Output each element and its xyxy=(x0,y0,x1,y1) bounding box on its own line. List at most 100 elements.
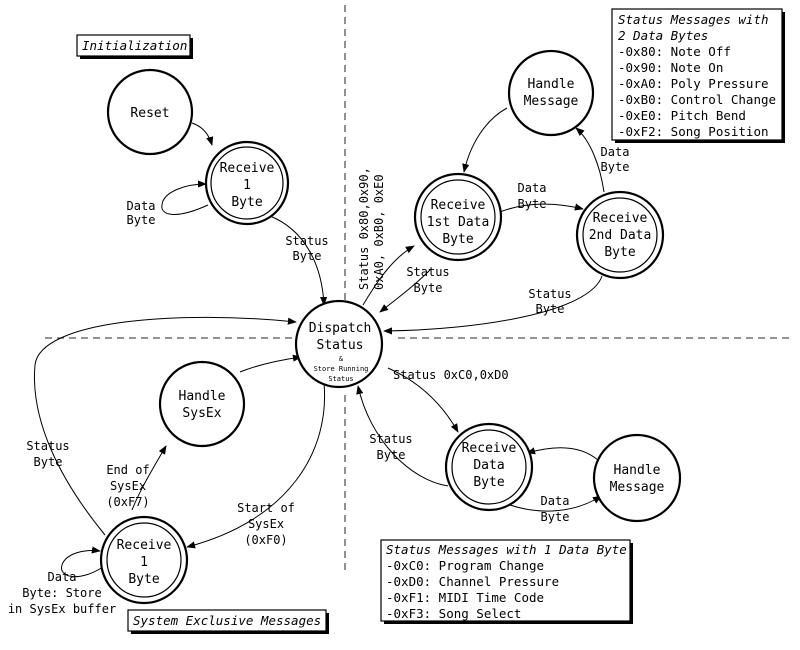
sysex-start-label: SysEx xyxy=(248,517,284,531)
node-handle-message-bottom: Handle Message xyxy=(592,433,682,523)
node-receive-first-label: Receive xyxy=(431,198,486,213)
edge-dispatch-to-first xyxy=(362,245,415,306)
second-data-label: Data xyxy=(601,145,630,159)
node-handle-message-top-label: Message xyxy=(524,94,579,109)
node-receive-data-label: Receive xyxy=(462,441,517,456)
node-receive-data-byte: Receive Data Byte xyxy=(444,422,534,512)
status-2byte-label-line: Status 0x80,0x90, xyxy=(357,167,371,290)
first-status-label: Byte xyxy=(414,281,443,295)
node-receive-first-label: Byte xyxy=(442,232,473,247)
second-status-label: Status xyxy=(528,287,571,301)
init-status-label: Byte xyxy=(293,249,322,263)
first-data-label: Data xyxy=(518,181,547,195)
legend-two-item: -0x80: Note Off xyxy=(618,44,731,59)
edge-init-to-dispatch xyxy=(269,215,328,306)
status-1byte-label: Status 0xC0,0xD0 xyxy=(393,368,509,382)
edge-reset-to-receive xyxy=(191,122,214,146)
sysex-start-label: Start of xyxy=(237,501,295,515)
edge-second-to-handle-top xyxy=(575,127,605,193)
legend-one-item: -0xF3: Song Select xyxy=(386,606,521,621)
node-receive-data-label: Byte xyxy=(473,475,504,490)
data-byte-status-label: Byte xyxy=(377,448,406,462)
edge-data-byte-to-handle-bottom xyxy=(509,495,602,512)
edge-first-status-to-dispatch xyxy=(379,269,431,313)
data-byte-status-label: Status xyxy=(369,432,412,446)
node-dispatch-label: Dispatch xyxy=(309,321,372,336)
edge-first-to-second xyxy=(499,203,584,213)
legend-two-item: -0xB0: Control Change xyxy=(618,92,776,107)
first-status-label: Status xyxy=(406,265,449,279)
sysex-label: System Exclusive Messages xyxy=(133,613,321,628)
sysex-end-label: End of xyxy=(106,463,149,477)
node-receive-data-label: Data xyxy=(473,458,504,473)
init-loop-label: Byte xyxy=(127,213,156,227)
initialization-label: Initialization xyxy=(82,38,187,53)
legend-two-item: -0x90: Note On xyxy=(618,60,723,75)
edge-second-status-to-dispatch xyxy=(383,275,603,335)
node-reset-label: Reset xyxy=(130,106,169,121)
legend-two-item: -0xA0: Poly Pressure xyxy=(618,76,769,91)
node-dispatch-sublabel: & xyxy=(339,355,344,363)
init-loop-label: Data xyxy=(127,199,156,213)
init-status-label: Status xyxy=(285,234,328,248)
legend-two-item: -0xE0: Pitch Bend xyxy=(618,108,746,123)
node-receive-sysex-label: 1 xyxy=(140,555,148,570)
data-byte-label: Byte xyxy=(541,510,570,524)
node-receive-second-label: 2nd Data xyxy=(589,228,652,243)
one-data-byte-legend: Status Messages with 1 Data Byte -0xC0: … xyxy=(380,539,633,624)
legend-two-title-line: 2 Data Bytes xyxy=(618,28,708,43)
edge-handle-top-to-first xyxy=(462,107,508,173)
node-receive-second-label: Byte xyxy=(604,245,635,260)
node-receive-sysex-label: Byte xyxy=(128,572,159,587)
node-receive-sysex-label: Receive xyxy=(117,538,172,553)
sysex-data-label: in SysEx buffer xyxy=(8,602,116,616)
second-status-label: Byte xyxy=(536,302,565,316)
node-dispatch-sublabel: Store Running xyxy=(314,365,369,373)
sysex-data-label: Data xyxy=(48,570,77,584)
edge-dispatch-to-handle-sysex xyxy=(239,354,302,373)
node-dispatch-sublabel: Status xyxy=(328,375,353,383)
node-dispatch: Dispatch Status & Store Running Status xyxy=(294,299,384,389)
node-reset: Reset xyxy=(106,68,194,156)
sysex-status-label: Status xyxy=(26,439,69,453)
node-handle-sysex-label: SysEx xyxy=(182,406,221,421)
node-receive-init-label: 1 xyxy=(243,178,251,193)
initialization-section-label: Initialization xyxy=(76,34,193,59)
legend-two-item: -0xF2: Song Position xyxy=(618,124,769,139)
legend-one-item: -0xC0: Program Change xyxy=(386,558,544,573)
node-handle-sysex-label: Handle xyxy=(179,389,226,404)
sysex-start-label: (0xF0) xyxy=(244,533,287,547)
node-receive-init-label: Byte xyxy=(231,195,262,210)
data-byte-label: Data xyxy=(541,494,570,508)
edge-sysex-receive-to-handle xyxy=(131,445,167,511)
legend-one-title: Status Messages with 1 Data Byte xyxy=(386,542,627,557)
two-data-bytes-legend: Status Messages with 2 Data Bytes -0x80:… xyxy=(611,8,785,143)
sysex-end-label: (0xF7) xyxy=(106,495,149,509)
node-receive-init-label: Receive xyxy=(220,161,275,176)
edge-data-byte-status-to-dispatch xyxy=(356,385,449,487)
node-receive-first-label: 1st Data xyxy=(427,215,490,230)
node-receive-second-data: Receive 2nd Data Byte xyxy=(575,190,665,280)
edge-sysex-data-loop xyxy=(61,546,104,577)
node-dispatch-label: Status xyxy=(317,338,364,353)
node-handle-sysex: Handle SysEx xyxy=(158,360,246,448)
node-receive-init: Receive 1 Byte xyxy=(204,140,290,226)
sysex-status-label: Byte xyxy=(34,455,63,469)
sysex-end-label: SysEx xyxy=(110,479,146,493)
edge-dispatch-to-data-byte xyxy=(387,367,459,433)
status-2byte-label: Status 0x80,0x90, 0xA0, 0xB0, 0xE0 xyxy=(357,167,386,290)
sysex-section-label: System Exclusive Messages xyxy=(127,609,329,634)
sysex-data-label: Byte: Store xyxy=(22,586,101,600)
legend-one-item: -0xF1: MIDI Time Code xyxy=(386,590,544,605)
node-receive-first-data: Receive 1st Data Byte xyxy=(413,172,503,262)
node-receive-sysex: Receive 1 Byte xyxy=(99,515,189,605)
second-data-label: Byte xyxy=(601,160,630,174)
edge-dispatch-to-sysex-receive xyxy=(186,382,326,549)
edge-init-data-loop xyxy=(161,180,209,215)
node-handle-message-bottom-label: Message xyxy=(610,480,665,495)
first-data-label: Byte xyxy=(518,197,547,211)
node-receive-second-label: Receive xyxy=(593,211,648,226)
edge-handle-bottom-to-data-byte xyxy=(526,447,599,461)
status-2byte-label-line: 0xA0, 0xB0, 0xE0 xyxy=(372,174,386,290)
